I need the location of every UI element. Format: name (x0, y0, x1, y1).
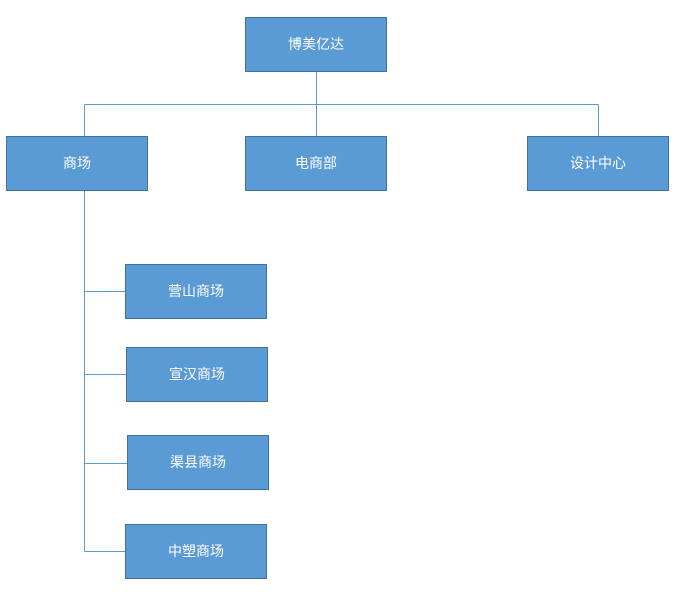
node-ecommerce-department[interactable]: 电商部 (245, 136, 387, 191)
node-label: 宣汉商场 (169, 366, 225, 383)
node-mall[interactable]: 商场 (6, 136, 148, 191)
node-label: 中塑商场 (168, 543, 224, 560)
node-design-center[interactable]: 设计中心 (527, 136, 669, 191)
node-quxian-mall[interactable]: 渠县商场 (127, 435, 269, 490)
node-yingshan-mall[interactable]: 营山商场 (125, 264, 267, 319)
node-label: 电商部 (295, 155, 337, 172)
node-bomei-yida[interactable]: 博美亿达 (245, 17, 387, 72)
node-label: 营山商场 (168, 283, 224, 300)
node-zhongsu-mall[interactable]: 中塑商场 (125, 524, 267, 579)
node-label: 商场 (63, 155, 91, 172)
node-label: 设计中心 (570, 155, 626, 172)
node-label: 博美亿达 (288, 36, 344, 53)
node-label: 渠县商场 (170, 454, 226, 471)
node-xuanhan-mall[interactable]: 宣汉商场 (126, 347, 268, 402)
